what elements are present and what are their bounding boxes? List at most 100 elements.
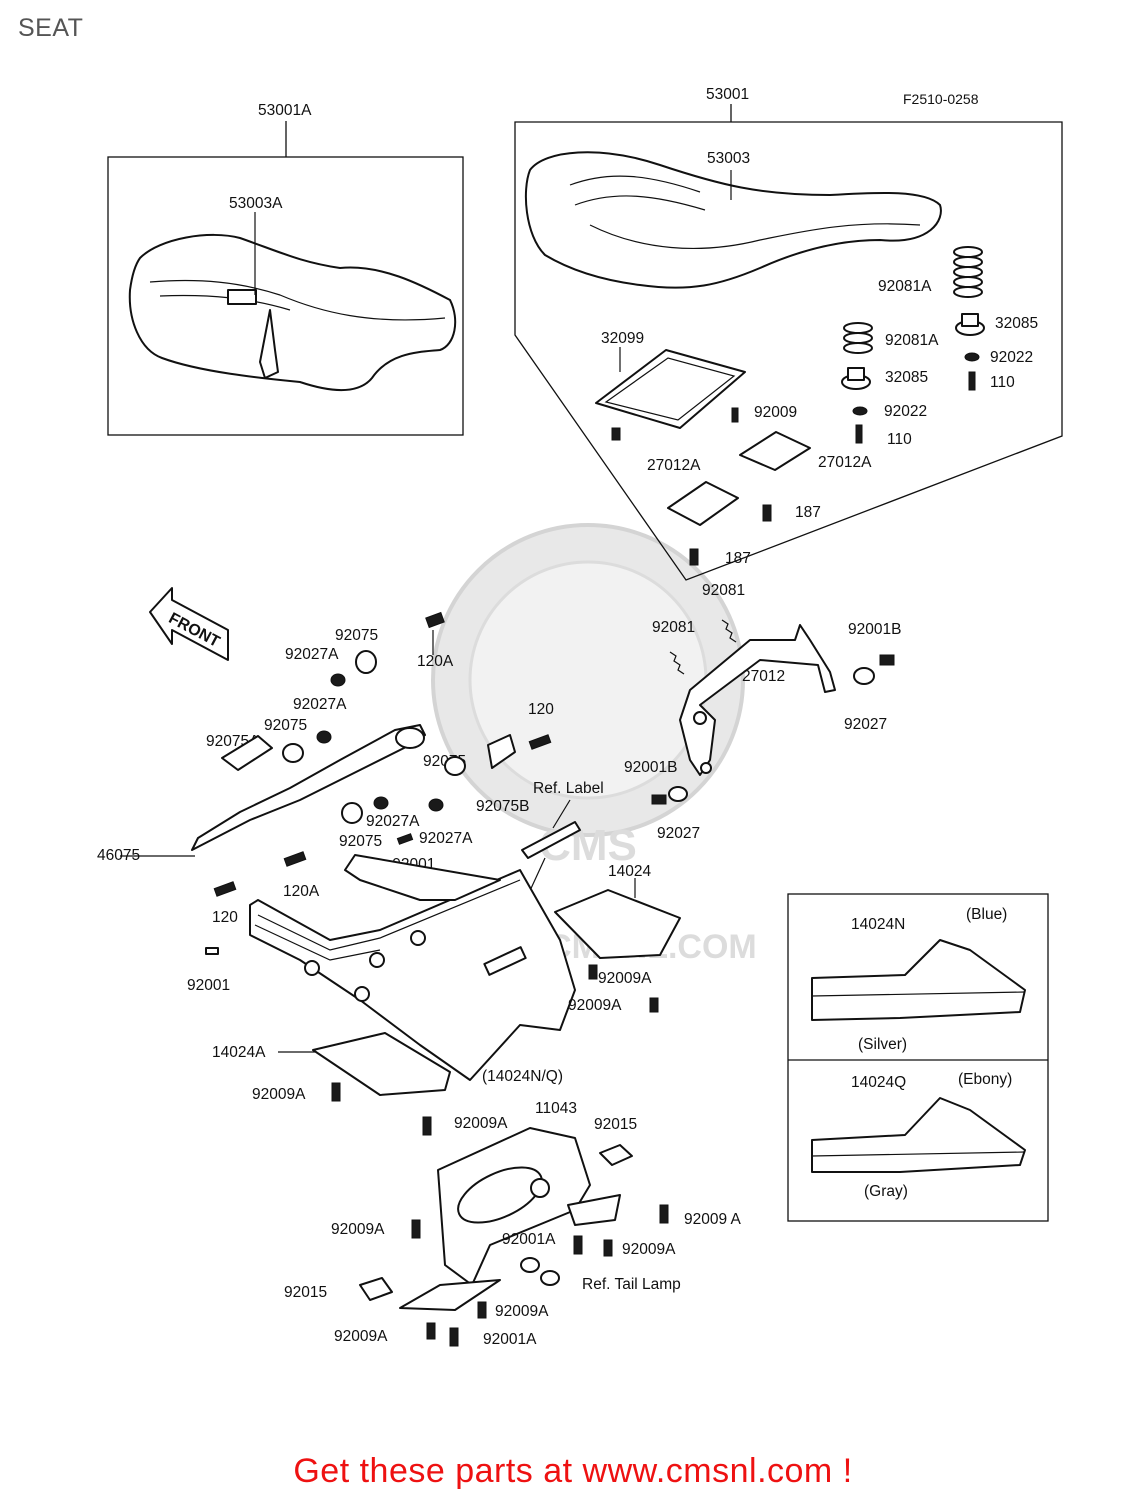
bracket-11043 <box>399 1127 621 1311</box>
screw-92009a-7 <box>603 1239 613 1257</box>
damper-32085-lower <box>841 367 871 390</box>
label-120-2: 120 <box>212 909 238 926</box>
bushing-92075-mid <box>282 743 304 763</box>
screw-92009a-6 <box>659 1204 669 1224</box>
label-92027A-2: 92027A <box>293 696 347 713</box>
color-variants-box <box>787 893 1049 1222</box>
plate-14024a <box>312 1032 451 1096</box>
watermark-text: CMS <box>539 821 637 870</box>
cap-92075a <box>221 735 273 771</box>
label-92001A-2: 92001A <box>483 1331 537 1348</box>
page-title: SEAT <box>18 14 84 42</box>
diagram-code: F2510-0258 <box>903 91 979 107</box>
bolt-120-right <box>528 734 552 750</box>
label-92001B-1: 92001B <box>848 621 901 638</box>
label-92009A-2: 92009A <box>568 997 622 1014</box>
label-92009A-1: 92009A <box>598 970 652 987</box>
label-92027A-1: 92027A <box>285 646 339 663</box>
nut-92027a-top <box>330 673 346 687</box>
label-32085-2: 32085 <box>885 369 928 386</box>
footer-cta-link[interactable]: Get these parts at www.cmsnl.com ! <box>293 1452 853 1490</box>
screw-92009a-4 <box>422 1116 432 1136</box>
label-92009A-5: 92009A <box>331 1221 385 1238</box>
label-92009A-8: 92009A <box>495 1303 549 1320</box>
screw-92009a-1 <box>588 964 598 980</box>
grommet-tail-lamp-1 <box>520 1257 540 1273</box>
label-92027-1: 92027 <box>844 716 887 733</box>
label-120-1: 120 <box>528 701 554 718</box>
grab-rail-46075 <box>191 724 426 851</box>
label-silver: (Silver) <box>858 1036 907 1053</box>
bushing-92075-right <box>444 756 466 776</box>
cowl-14024q-ebony <box>811 1097 1026 1173</box>
bolt-187-right <box>762 504 772 522</box>
nut-92027-right <box>853 667 875 685</box>
seat-assy-53001a <box>107 121 464 436</box>
label-32099: 32099 <box>601 330 644 347</box>
screw-92009a-8 <box>477 1301 487 1319</box>
label-14024Q: 14024Q <box>851 1074 906 1091</box>
label-92009A-9: 92009A <box>334 1328 388 1345</box>
label-ebony: (Ebony) <box>958 1071 1012 1088</box>
label-92075-2: 92075 <box>264 717 307 734</box>
bolt-92001b-right <box>879 654 895 666</box>
label-92001-2: 92001 <box>187 977 230 994</box>
label-92081A-1: 92081A <box>878 278 932 295</box>
bolt-120a-low <box>283 851 307 867</box>
screw-92001-left <box>205 947 219 955</box>
label-110-1: 110 <box>990 374 1015 391</box>
bolt-92001a-1 <box>573 1235 583 1255</box>
bushing-92075-low <box>341 802 363 824</box>
label-53001: 53001 <box>706 86 749 103</box>
label-27012A-2: 27012A <box>647 457 701 474</box>
screw-92001-mid <box>396 833 414 845</box>
label-14024N: 14024N <box>851 916 905 933</box>
ref-label-sticker <box>521 821 581 859</box>
label-92009A-4: 92009A <box>454 1115 508 1132</box>
clip-92015-top <box>599 1144 633 1166</box>
spring-92081a-lower <box>843 322 873 354</box>
label-92027A-4: 92027A <box>419 830 473 847</box>
label-92015-2: 92015 <box>284 1284 327 1301</box>
spring-92081-b <box>669 651 685 675</box>
label-14024A: 14024A <box>212 1044 266 1061</box>
label-120A-1: 120A <box>417 653 454 670</box>
label-46075: 46075 <box>97 847 140 864</box>
bolt-92009 <box>731 407 739 423</box>
washer-92022-lower <box>852 406 868 416</box>
plate-27012a-left <box>667 481 739 526</box>
label-92081A-2: 92081A <box>885 332 939 349</box>
label-92027A-3: 92027A <box>366 813 420 830</box>
bolt-120-left <box>213 881 237 897</box>
bolt-120a-top <box>425 611 445 629</box>
screw-92009a-5 <box>411 1219 421 1239</box>
seat-cowl-14024nq <box>249 854 576 1081</box>
label-14024: 14024 <box>608 863 651 880</box>
label-92001B-2: 92001B <box>624 759 677 776</box>
damper-32085-upper <box>955 313 985 336</box>
grommet-tail-lamp-2 <box>540 1270 560 1286</box>
label-92015-1: 92015 <box>594 1116 637 1133</box>
bolt-110-lower <box>855 424 863 444</box>
nut-92027a-mid <box>316 730 332 744</box>
label-92081-2: 92081 <box>652 619 695 636</box>
seat-53003 <box>524 151 942 289</box>
screw-92009a-3 <box>331 1082 341 1102</box>
nut-92027-left <box>668 786 688 802</box>
bolt-92001b-left <box>651 794 667 805</box>
spring-92081a-upper <box>953 246 983 298</box>
label-92022-1: 92022 <box>990 349 1033 366</box>
screw-92009a-2 <box>649 997 659 1013</box>
label-92009: 92009 <box>754 404 797 421</box>
bolt-92001a-2 <box>449 1327 459 1347</box>
screw-92009a-9 <box>426 1322 436 1340</box>
label-92009A-3: 92009A <box>252 1086 306 1103</box>
label-27012: 27012 <box>742 668 785 685</box>
label-53001A: 53001A <box>258 102 312 119</box>
bracket-27012 <box>679 624 836 776</box>
bolt-187-left <box>689 548 699 566</box>
washer-92022-upper <box>964 352 980 362</box>
label-92001A-1: 92001A <box>502 1231 556 1248</box>
nut-92027a-low <box>373 796 389 810</box>
plate-27012a-right <box>739 431 811 471</box>
